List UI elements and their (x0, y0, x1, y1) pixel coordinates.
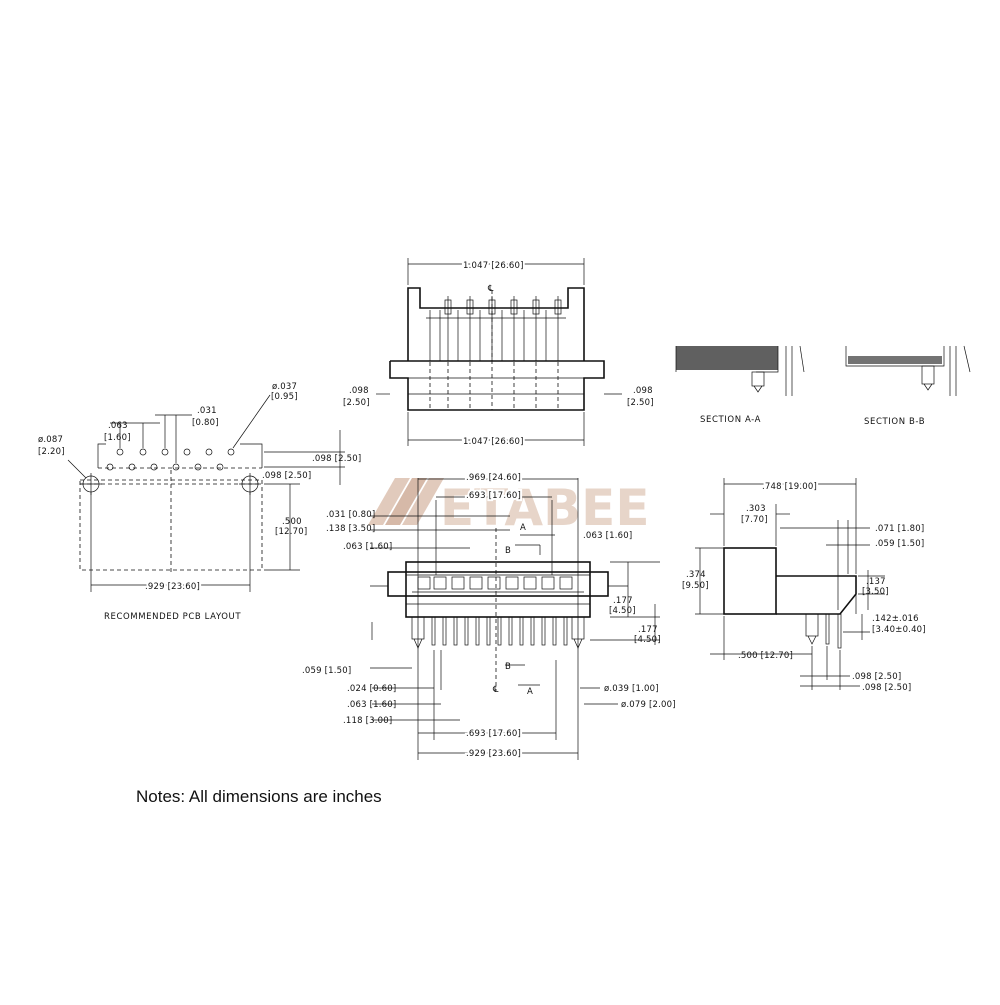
watermark-logo: ETABEE (368, 478, 650, 537)
notes-text: Notes: All dimensions are inches (136, 787, 382, 806)
front-view-w969: .969 [24.60] (466, 473, 521, 483)
pcb-layout-title: RECOMMENDED PCB LAYOUT (104, 612, 241, 622)
pcb-row-a: .098 [2.50] (312, 454, 361, 464)
front-view-d024: .024 [0.60] (347, 684, 396, 694)
pcb-pitch-mm: [1.60] (104, 433, 131, 443)
side-view-h374-mm: [9.50] (682, 581, 709, 591)
front-view-d059: .059 [1.50] (302, 666, 351, 676)
front-view-d118: .118 [3.00] (343, 716, 392, 726)
front-view-marker-a-top: A (520, 523, 526, 533)
section-aa-label: SECTION A-A (700, 415, 761, 425)
top-view-width-top: 1.047 [26.60] (463, 261, 524, 271)
side-view-h374: .374 (686, 570, 706, 580)
top-view-contacts (426, 296, 566, 361)
side-view-d098b: .098 [2.50] (862, 683, 911, 693)
front-view-d079: ø.079 [2.00] (621, 700, 676, 710)
pcb-hole-dia: ø.037 (272, 382, 297, 392)
front-view-h177b: .177 (638, 625, 658, 635)
side-view-d071: .071 [1.80] (875, 524, 924, 534)
top-view-flange-right: .098 (633, 386, 653, 396)
pcb-mount-dia-mm: [2.20] (38, 447, 65, 457)
front-view-d063a: .063 [1.60] (343, 542, 392, 552)
section-aa-view: SECTION A-A (675, 345, 805, 425)
pcb-pitch: .063 (108, 421, 128, 431)
side-view-w748: .748 [19.00] (762, 482, 817, 492)
top-view-width-bottom: 1.047 [26.60] (463, 437, 524, 447)
front-view-b929: .929 [23.60] (466, 749, 521, 759)
front-view-d063c: .063 [1.60] (347, 700, 396, 710)
front-view-marker-a-bottom: A (527, 687, 533, 697)
front-view-d063b: .063 [1.60] (583, 531, 632, 541)
pcb-hole-dia-mm: [0.95] (271, 392, 298, 402)
section-bb-label: SECTION B-B (864, 417, 925, 427)
top-view-centerline: ℄ (487, 284, 494, 294)
front-view-w693: .693 [17.60] (466, 491, 521, 501)
pcb-height-mm: [12.70] (275, 527, 307, 537)
top-view-flange-left: .098 (349, 386, 369, 396)
front-view-marker-b-bottom: B (505, 662, 511, 672)
front-view-b693: .693 [17.60] (466, 729, 521, 739)
top-view-flange-left-mm: [2.50] (343, 398, 370, 408)
side-view-h137-mm: [3.50] (862, 587, 889, 597)
watermark-text: ETABEE (440, 479, 650, 537)
pcb-mount-dia: ø.087 (38, 435, 63, 445)
section-bb-view: SECTION B-B (845, 345, 971, 427)
front-view-h177a-mm: [4.50] (609, 606, 636, 616)
front-view-centerline: ℄ (492, 685, 499, 695)
side-view-d303: .303 (746, 504, 766, 514)
pcb-offset-mm: [0.80] (192, 418, 219, 428)
side-view-h137: .137 (866, 577, 886, 587)
front-view-h177b-mm: [4.50] (634, 635, 661, 645)
side-view-d303-mm: [7.70] (741, 515, 768, 525)
front-view: .969 [24.60] .693 [17.60] .031 [0.80] .1… (302, 471, 676, 761)
pcb-width: .929 [23.60] (145, 582, 200, 592)
front-view-h177a: .177 (613, 596, 633, 606)
front-view-marker-b-top: B (505, 546, 511, 556)
front-view-pins (431, 616, 568, 646)
side-view-d142: .142±.016 (872, 614, 919, 624)
side-view-d142-mm: [3.40±0.40] (872, 625, 926, 635)
top-view: 1.047 [26.60] 1.047 [26.60] .098 [2.50] … (343, 258, 654, 449)
front-view-d039: ø.039 [1.00] (604, 684, 659, 694)
pcb-row-b: .098 [2.50] (262, 471, 311, 481)
side-view-d500: .500 [12.70] (738, 651, 793, 661)
front-view-contacts (412, 576, 584, 593)
front-view-d031: .031 [0.80] (326, 510, 375, 520)
pcb-height: .500 (282, 517, 302, 527)
front-view-d138: .138 [3.50] (326, 524, 375, 534)
side-view: .748 [19.00] .303 [7.70] .071 [1.80] .05… (682, 478, 926, 693)
pcb-layout-view: ø.037 [0.95] ø.087 [2.20] .063 [1.60] .0… (38, 382, 361, 622)
pcb-offset: .031 (197, 406, 217, 416)
top-view-flange-right-mm: [2.50] (627, 398, 654, 408)
side-view-d098a: .098 [2.50] (852, 672, 901, 682)
pcb-pin-holes (106, 448, 235, 471)
side-view-d059: .059 [1.50] (875, 539, 924, 549)
